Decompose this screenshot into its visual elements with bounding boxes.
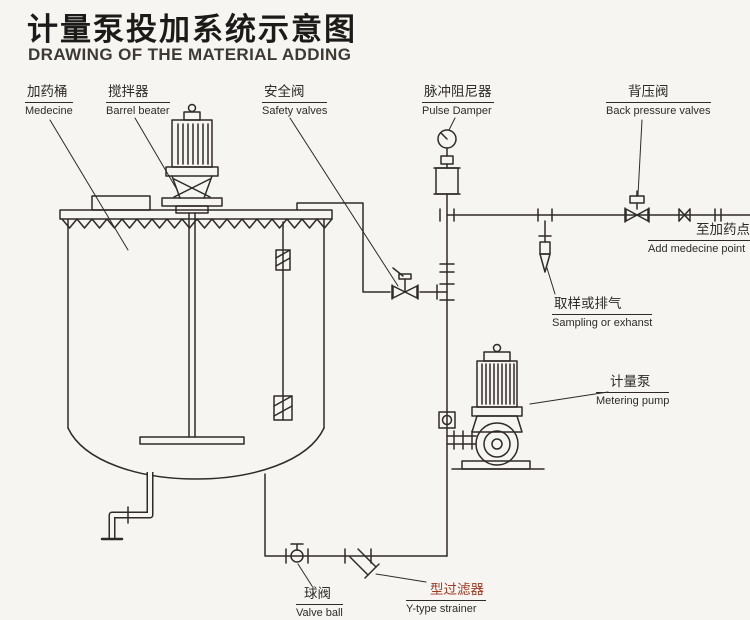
label-medicine-barrel-en: Medecine [25, 105, 73, 118]
label-y-strainer: 型过滤器 Y-type strainer [406, 582, 486, 615]
label-back-pressure-valve: 背压阀 Back pressure valves [606, 84, 711, 117]
label-medicine-barrel: 加药桶 Medecine [25, 84, 73, 117]
tank-outlet-pipe [296, 202, 448, 293]
leader-pulse-damper [448, 117, 456, 131]
diagram-title-zh: 计量泵投加系统示意图 [27, 12, 357, 47]
ball-valve [285, 543, 309, 564]
leader-sampling [546, 267, 556, 295]
label-back-pressure-valve-en: Back pressure valves [606, 105, 711, 118]
label-safety-valve: 安全阀 Safety valves [262, 84, 328, 118]
label-metering-pump: 计量泵 Metering pump [596, 374, 670, 408]
suction-bottom-pipe [264, 473, 448, 557]
label-safety-valve-zh: 安全阀 [262, 84, 328, 104]
label-barrel-beater: 搅拌器 Barrel beater [106, 84, 170, 117]
leader-barrel-beater [134, 117, 177, 189]
check-valve [438, 411, 456, 429]
label-y-strainer-zh: 型过滤器 [406, 582, 486, 602]
metering-pump [446, 343, 545, 470]
pump-head [475, 422, 519, 466]
label-pulse-damper-en: Pulse Damper [422, 105, 492, 118]
label-barrel-beater-en: Barrel beater [106, 105, 170, 118]
label-sampling-exhaust-en: Sampling or exhanst [552, 317, 653, 330]
label-safety-valve-en: Safety valves [262, 105, 328, 118]
leader-safety-valve [289, 117, 399, 287]
label-y-strainer-en: Y-type strainer [406, 603, 477, 616]
level-gauge [273, 221, 293, 421]
label-back-pressure-valve-zh: 背压阀 [606, 84, 711, 104]
cross-fitting [436, 283, 455, 301]
label-medicine-barrel-zh: 加药桶 [25, 84, 73, 104]
impeller [139, 436, 245, 445]
pump-suction-spool [446, 430, 477, 450]
pressure-gauge [437, 129, 457, 149]
label-metering-pump-en: Metering pump [596, 395, 670, 408]
back-pressure-valve [624, 190, 650, 223]
leader-lines [49, 117, 643, 587]
pulse-damper [433, 129, 461, 195]
leader-back-pressure [637, 119, 643, 196]
label-pulse-damper-zh: 脉冲阻尼器 [422, 84, 494, 104]
leader-medicine-barrel [49, 119, 129, 251]
agitator-shaft [139, 212, 245, 445]
leader-y-strainer [375, 573, 427, 583]
leader-ball-valve [297, 563, 313, 587]
label-barrel-beater-zh: 搅拌器 [106, 84, 170, 104]
label-add-medicine-point-en: Add medecine point [648, 243, 746, 256]
diagram-title-en: DRAWING OF THE MATERIAL ADDING [28, 45, 352, 64]
agitator-motor [161, 103, 223, 214]
y-strainer [344, 548, 380, 579]
label-pulse-damper: 脉冲阻尼器 Pulse Damper [422, 84, 494, 117]
tank-drain-pipe [100, 472, 154, 541]
medicine-tank [59, 195, 333, 480]
label-sampling-exhaust-zh: 取样或排气 [552, 296, 653, 316]
leader-metering-pump [529, 391, 609, 405]
safety-valve [391, 267, 419, 300]
pump-motor [476, 343, 518, 408]
label-sampling-exhaust: 取样或排气 Sampling or exhanst [552, 296, 653, 330]
discharge-header-pipe [439, 208, 750, 222]
label-ball-valve: 球阀 Valve ball [296, 586, 343, 619]
label-ball-valve-zh: 球阀 [296, 586, 343, 606]
label-add-medicine-point-zh: 至加药点 [648, 222, 750, 242]
sampling-valve [537, 208, 553, 273]
line-end-fitting [714, 208, 722, 222]
label-metering-pump-zh: 计量泵 [596, 374, 670, 394]
pipe-coupling [439, 263, 455, 273]
manhole [91, 195, 151, 211]
pipe-union [678, 208, 691, 222]
label-add-medicine-point: 至加药点 Add medecine point [648, 222, 750, 255]
label-ball-valve-en: Valve ball [296, 607, 343, 620]
tank-lid-serration [61, 218, 333, 229]
